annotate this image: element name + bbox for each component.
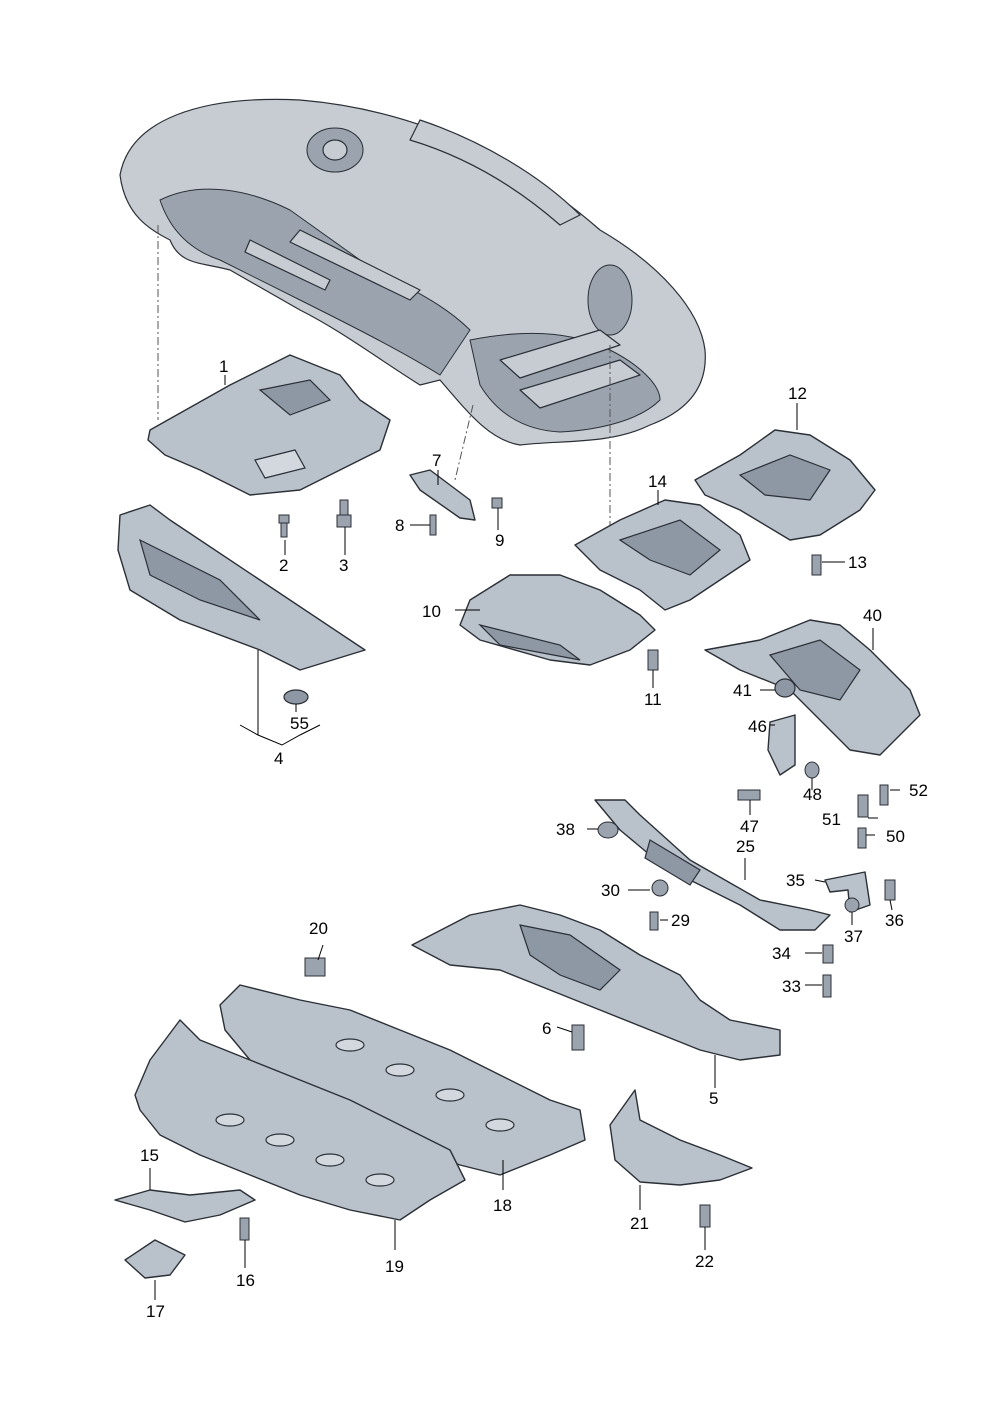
callout-25[interactable]: 25 <box>736 837 755 856</box>
screw-29[interactable] <box>649 911 659 931</box>
screw-13[interactable] <box>811 554 822 576</box>
clip-34[interactable] <box>822 944 834 964</box>
part-4-side-shield[interactable] <box>117 504 366 671</box>
callout-2[interactable]: 2 <box>279 556 289 575</box>
callout-33[interactable]: 33 <box>782 977 801 996</box>
callout-18[interactable]: 18 <box>493 1196 512 1215</box>
part-21-shield[interactable] <box>609 1089 753 1186</box>
screw-11[interactable] <box>647 649 659 671</box>
callout-11[interactable]: 11 <box>644 690 662 709</box>
callout-47[interactable]: 47 <box>740 817 759 836</box>
part-1-engine-shield[interactable] <box>147 354 391 496</box>
screw-33[interactable] <box>822 974 832 998</box>
part-25-strut[interactable] <box>594 799 831 931</box>
nut-37[interactable] <box>844 897 860 913</box>
callout-5[interactable]: 5 <box>709 1089 719 1108</box>
part-46-bracket[interactable] <box>767 714 796 776</box>
callout-6[interactable]: 6 <box>542 1019 552 1038</box>
callout-50[interactable]: 50 <box>886 827 905 846</box>
clip-30[interactable] <box>651 879 669 897</box>
nut-41[interactable] <box>774 678 796 698</box>
callout-7[interactable]: 7 <box>432 451 442 470</box>
callout-8[interactable]: 8 <box>395 516 405 535</box>
callout-14[interactable]: 14 <box>648 472 667 491</box>
callout-13[interactable]: 13 <box>848 553 867 572</box>
clip-9[interactable] <box>491 497 503 509</box>
callout-40[interactable]: 40 <box>863 606 882 625</box>
nut-38[interactable] <box>597 821 619 839</box>
callout-38[interactable]: 38 <box>556 820 575 839</box>
nut-48[interactable] <box>804 761 820 779</box>
callout-36[interactable]: 36 <box>885 911 904 930</box>
bolt-47[interactable] <box>737 789 761 801</box>
callout-30[interactable]: 30 <box>601 881 620 900</box>
callout-48[interactable]: 48 <box>803 785 822 804</box>
part-15-bracket[interactable] <box>114 1189 256 1223</box>
callout-29[interactable]: 29 <box>671 911 690 930</box>
callout-46[interactable]: 46 <box>748 717 767 736</box>
screw-36[interactable] <box>884 879 896 901</box>
callout-22[interactable]: 22 <box>695 1252 714 1271</box>
screw-16[interactable] <box>239 1217 250 1241</box>
callout-41[interactable]: 41 <box>733 681 752 700</box>
callout-52[interactable]: 52 <box>909 781 928 800</box>
callout-17[interactable]: 17 <box>146 1302 165 1321</box>
clip-8[interactable] <box>429 514 437 536</box>
clip-51[interactable] <box>857 794 869 818</box>
screw-22[interactable] <box>699 1204 711 1228</box>
callout-12[interactable]: 12 <box>788 384 807 403</box>
callout-15[interactable]: 15 <box>140 1146 159 1165</box>
callout-9[interactable]: 9 <box>495 531 505 550</box>
callout-1[interactable]: 1 <box>219 357 229 376</box>
part-7-bracket[interactable] <box>409 469 476 521</box>
callout-3[interactable]: 3 <box>339 556 349 575</box>
screw-6[interactable] <box>571 1024 585 1051</box>
callout-35[interactable]: 35 <box>786 871 805 890</box>
callout-37[interactable]: 37 <box>844 927 863 946</box>
part-19-floor-panel[interactable] <box>134 1019 466 1221</box>
callout-21[interactable]: 21 <box>630 1214 649 1233</box>
callout-10[interactable]: 10 <box>422 602 441 621</box>
part-17-cover[interactable] <box>124 1239 186 1279</box>
clip-20[interactable] <box>304 957 326 977</box>
callout-19[interactable]: 19 <box>385 1257 404 1276</box>
grommet-55[interactable] <box>283 689 309 705</box>
callout-55[interactable]: 55 <box>290 714 309 733</box>
callout-20[interactable]: 20 <box>309 919 328 938</box>
bolt-3[interactable] <box>336 499 352 528</box>
callout-4[interactable]: 4 <box>274 749 284 768</box>
screw-2[interactable] <box>278 514 290 538</box>
screw-52[interactable] <box>879 784 889 806</box>
callout-16[interactable]: 16 <box>236 1271 255 1290</box>
callout-34[interactable]: 34 <box>772 944 791 963</box>
vehicle-underbody <box>119 98 706 446</box>
screw-50[interactable] <box>857 827 867 849</box>
callout-51[interactable]: 51 <box>822 810 841 829</box>
